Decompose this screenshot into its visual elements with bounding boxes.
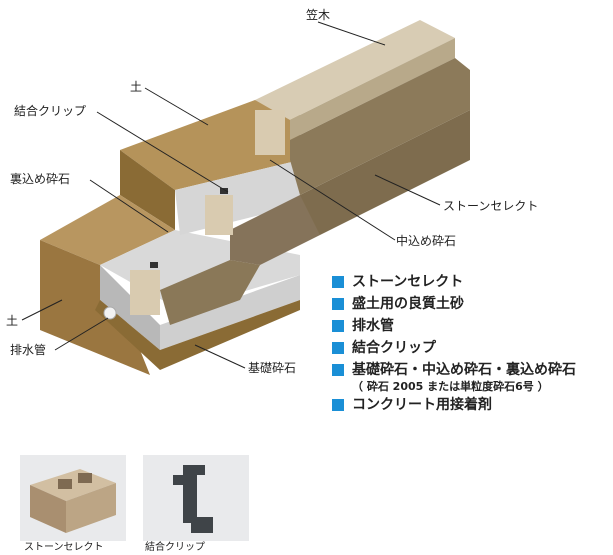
leader-tsuchi-left [21, 299, 63, 321]
legend-item: 排水管 [332, 318, 576, 334]
clip-mark [220, 188, 228, 194]
block-cell [130, 270, 160, 315]
legend-swatch [332, 276, 344, 288]
base-soil-bottom [95, 300, 300, 370]
leader-tsuchi-top [144, 87, 209, 126]
stone-block-image [30, 469, 116, 533]
label-soil-top: 土 [130, 80, 143, 94]
legend-text: 基礎砕石・中込め砕石・裏込め砕石 [352, 362, 576, 378]
legend-swatch [332, 342, 344, 354]
block-cell [205, 195, 233, 235]
soil-left-face [40, 240, 150, 375]
label-backfill-gravel: 裏込め砕石 [10, 172, 71, 186]
legend-swatch [332, 320, 344, 332]
cap-top [255, 20, 455, 120]
clip-thumbnail [143, 455, 249, 541]
label-kasagi: 笠木 [306, 8, 331, 22]
leader-urakome [89, 179, 169, 233]
leader-kiso [194, 344, 246, 369]
upper-wall-front [290, 58, 470, 195]
label-stone-select: ストーンセレクト [443, 199, 539, 213]
legend-item: ストーンセレクト [332, 274, 576, 290]
leader-clip [96, 111, 229, 193]
bottom-wall-front [160, 260, 260, 325]
legend-item: 盛土用の良質土砂 [332, 296, 576, 312]
cap-front [290, 38, 455, 140]
legend-swatch [332, 399, 344, 411]
stone-select-thumbnail [20, 455, 126, 541]
legend-swatch [332, 364, 344, 376]
drain-pipe-end [103, 306, 117, 320]
soil-top-front [40, 195, 175, 265]
label-infill-gravel: 中込め砕石 [396, 234, 457, 248]
label-base-gravel: 基礎砕石 [248, 361, 297, 375]
legend: ストーンセレクト 盛土用の良質土砂 排水管 結合クリップ 基礎砕石・中込め砕石・… [332, 274, 576, 419]
legend-item: コンクリート用接着剤 [332, 397, 576, 413]
clip-image [173, 465, 213, 533]
leader-stone [374, 174, 441, 206]
label-drain-pipe: 排水管 [10, 343, 47, 357]
legend-text: ストーンセレクト [352, 274, 464, 290]
legend-item: 結合クリップ [332, 340, 576, 356]
leader-kasagi [317, 21, 386, 46]
leader-drain [54, 317, 109, 351]
mid-wall-front [230, 195, 320, 265]
legend-text: 排水管 [352, 318, 394, 334]
clip-caption: 結合クリップ [145, 542, 205, 553]
legend-item: 基礎砕石・中込め砕石・裏込め砕石 [332, 362, 576, 378]
clip-mark [150, 262, 158, 268]
lower-wall-front [300, 110, 470, 235]
legend-text: コンクリート用接着剤 [352, 397, 492, 413]
label-soil-left: 土 [6, 314, 19, 328]
soil-front-back [120, 150, 175, 230]
block-cell [255, 110, 285, 155]
label-clip: 結合クリップ [14, 104, 87, 118]
legend-note: （ 砕石 2005 または単粒度砕石6号 ） [352, 380, 549, 393]
stone-select-caption: ストーンセレクト [24, 542, 104, 553]
legend-swatch [332, 298, 344, 310]
legend-text: 盛土用の良質土砂 [352, 296, 464, 312]
legend-text: 結合クリップ [352, 340, 436, 356]
base-gravel-front [160, 275, 300, 350]
leader-nakakome [269, 159, 396, 241]
